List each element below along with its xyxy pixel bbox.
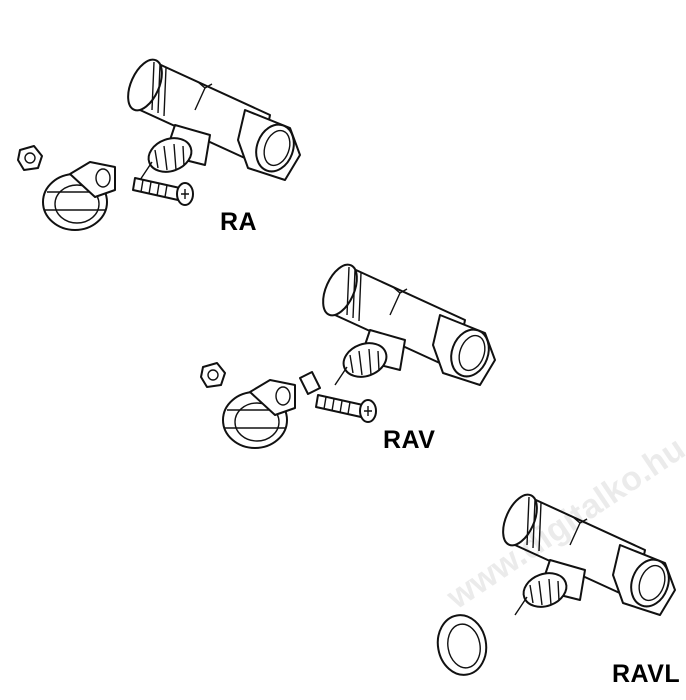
label-rav: RAV — [383, 426, 436, 454]
ra-valve-assembly — [17, 53, 302, 231]
label-ra: RA — [220, 208, 258, 236]
rav-valve-assembly — [200, 258, 497, 449]
ravl-valve-assembly — [436, 488, 677, 676]
label-ravl: RAVL — [612, 660, 681, 688]
